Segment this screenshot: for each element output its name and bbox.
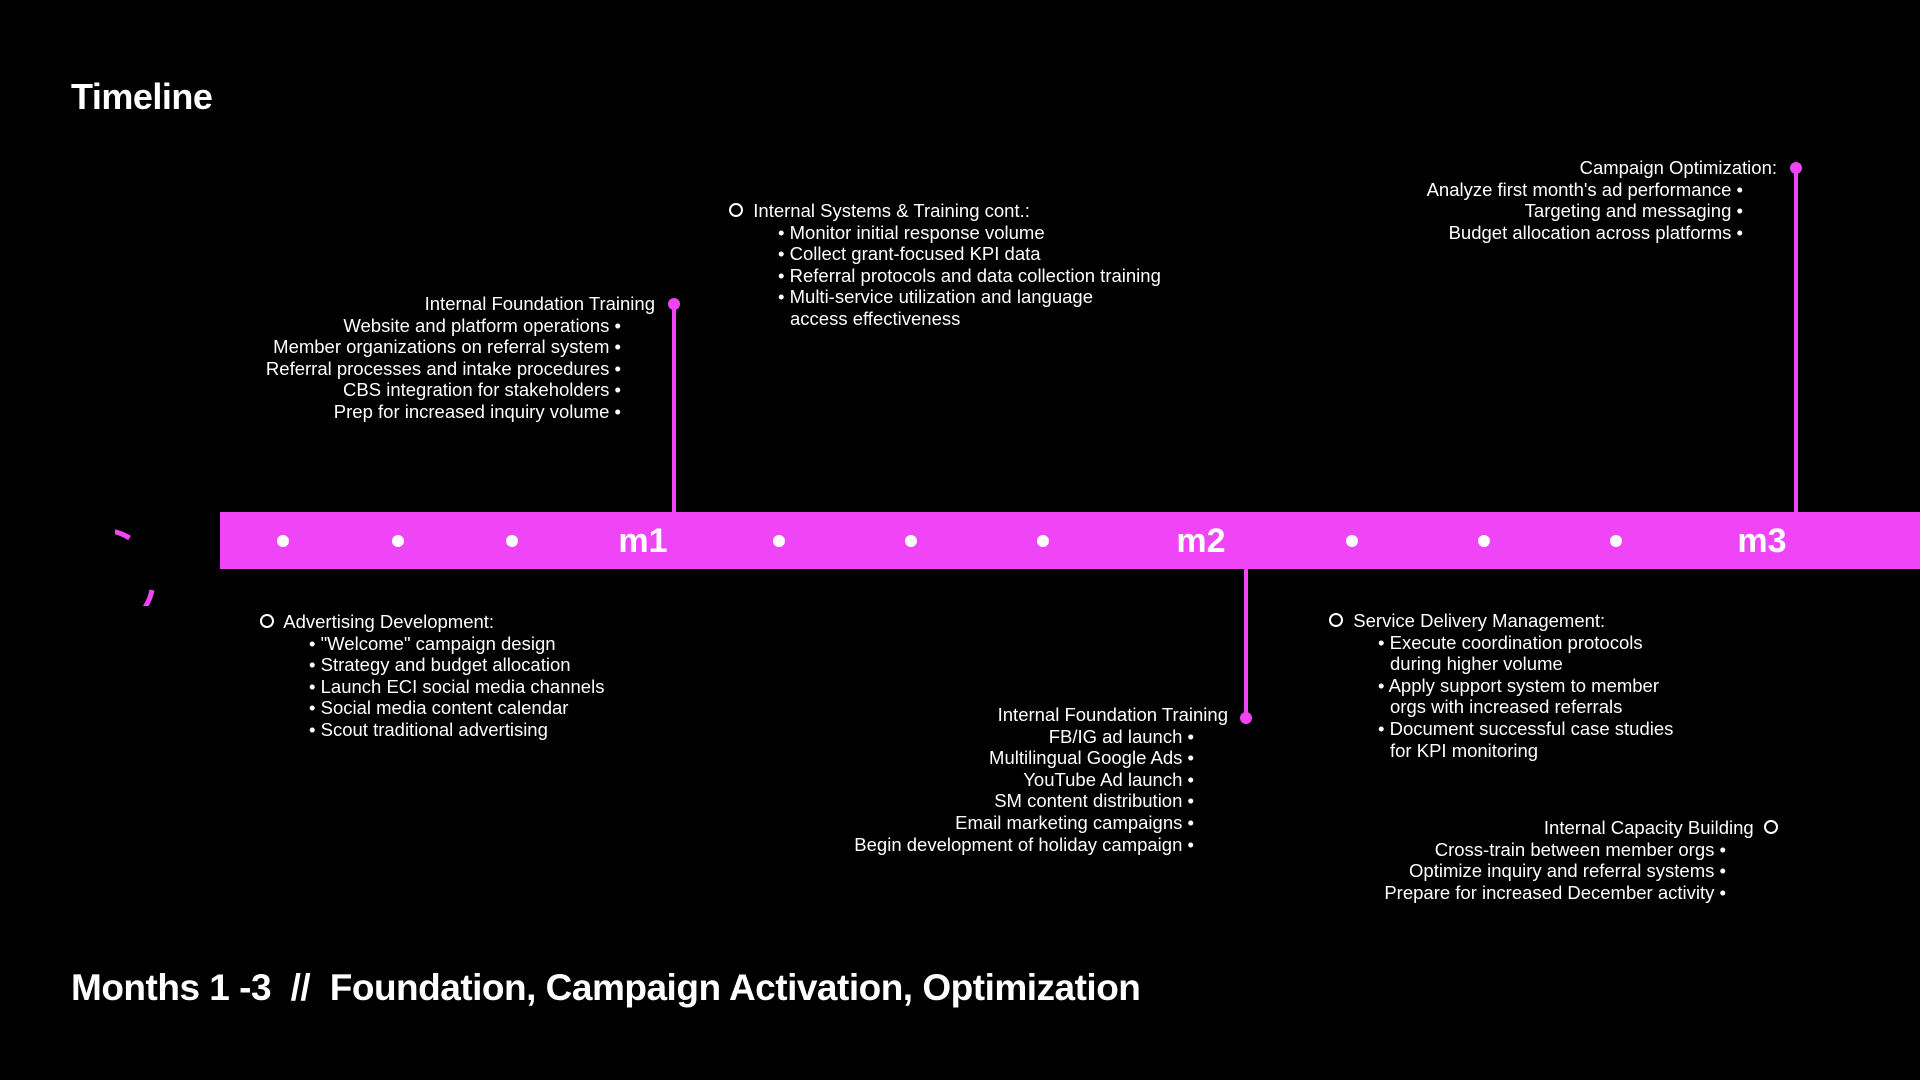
list-item: • Multi-service utilization and language xyxy=(778,286,1093,308)
list-item: FB/IG ad launch • xyxy=(1048,725,1194,747)
timeline-tick xyxy=(392,535,404,547)
list-item: YouTube Ad launch • xyxy=(1023,768,1194,790)
connector-line xyxy=(672,304,676,512)
circle-marker-icon xyxy=(260,614,274,629)
footer-subtitle: Months 1 -3 // Foundation, Campaign Acti… xyxy=(71,967,1141,1008)
milestone-m2: m2 xyxy=(1176,522,1226,560)
timeline-tick xyxy=(905,535,917,547)
list-item: Targeting and messaging • xyxy=(1524,200,1743,222)
block-title: Internal Systems & Training cont.: xyxy=(753,200,1030,221)
connector-line xyxy=(1244,569,1248,718)
timeline-tick xyxy=(1478,535,1490,547)
block-title: Internal Foundation Training xyxy=(424,293,655,314)
block-title: Advertising Development: xyxy=(283,611,495,632)
list-item: Budget allocation across platforms • xyxy=(1448,221,1743,243)
list-item: Optimize inquiry and referral systems • xyxy=(1409,860,1726,882)
timeline-tick xyxy=(1610,535,1622,547)
timeline-tick xyxy=(773,535,785,547)
list-item: SM content distribution • xyxy=(994,790,1194,812)
systems-block: Internal Systems & Training cont.: • Mon… xyxy=(729,200,1161,330)
timeline-bar xyxy=(220,512,1920,569)
list-item: • Execute coordination protocols xyxy=(1378,631,1643,653)
block-title: Internal Foundation Training xyxy=(997,704,1228,725)
foundation-bottom-block: Internal Foundation Training FB/IG ad la… xyxy=(854,704,1228,855)
list-item: Multilingual Google Ads • xyxy=(989,747,1194,769)
list-item: • Launch ECI social media channels xyxy=(309,675,605,697)
timeline-tick xyxy=(506,535,518,547)
list-item: • Referral protocols and data collection… xyxy=(778,264,1161,286)
block-title: Service Delivery Management: xyxy=(1353,610,1606,631)
timeline-tick xyxy=(1037,535,1049,547)
list-item: orgs with increased referrals xyxy=(1390,696,1623,718)
list-item: • Strategy and budget allocation xyxy=(309,654,571,676)
list-item: • Document successful case studies xyxy=(1378,717,1674,739)
list-item: CBS integration for stakeholders • xyxy=(343,379,621,401)
list-item: • "Welcome" campaign design xyxy=(309,632,556,654)
list-item: Analyze first month's ad performance • xyxy=(1426,178,1743,200)
advertising-block: Advertising Development: • "Welcome" cam… xyxy=(260,611,604,741)
circle-marker-icon xyxy=(1764,820,1778,835)
timeline-tick xyxy=(1346,535,1358,547)
list-item: • Social media content calendar xyxy=(309,697,569,719)
list-item: • Monitor initial response volume xyxy=(778,221,1045,243)
connector-pin xyxy=(1240,712,1252,724)
connector-pin xyxy=(668,298,680,310)
connector-pin xyxy=(1790,162,1802,174)
page-title: Timeline xyxy=(71,76,213,117)
list-item: Email marketing campaigns • xyxy=(955,811,1194,833)
list-item: for KPI monitoring xyxy=(1390,739,1539,761)
list-item: Prepare for increased December activity … xyxy=(1384,881,1726,903)
optimization-block: Campaign Optimization: Analyze first mon… xyxy=(1427,157,1777,243)
connector-line xyxy=(1794,168,1798,512)
list-item: during higher volume xyxy=(1390,653,1563,675)
list-item: Member organizations on referral system … xyxy=(273,336,621,358)
milestone-m1: m1 xyxy=(618,522,668,560)
list-item: • Apply support system to member xyxy=(1378,674,1660,696)
timeline-start-ring-icon xyxy=(115,529,155,606)
block-title: Internal Capacity Building xyxy=(1543,817,1754,838)
foundation-top-block: Internal Foundation Training Website and… xyxy=(266,293,655,423)
list-item: • Collect grant-focused KPI data xyxy=(778,243,1041,265)
milestone-m3: m3 xyxy=(1737,522,1787,560)
circle-marker-icon xyxy=(729,203,743,218)
list-item: Referral processes and intake procedures… xyxy=(265,357,621,379)
list-item: Begin development of holiday campaign • xyxy=(854,833,1194,855)
capacity-block: Internal Capacity Building Cross-train b… xyxy=(1384,817,1778,903)
circle-marker-icon xyxy=(1329,613,1343,628)
list-item: Cross-train between member orgs • xyxy=(1434,838,1726,860)
list-item: Website and platform operations • xyxy=(343,314,621,336)
list-item: access effectiveness xyxy=(790,307,961,329)
service-block: Service Delivery Management: • Execute c… xyxy=(1329,610,1673,761)
list-item: • Scout traditional advertising xyxy=(309,718,548,740)
block-title: Campaign Optimization: xyxy=(1579,157,1777,178)
timeline-tick xyxy=(277,535,289,547)
list-item: Prep for increased inquiry volume • xyxy=(333,400,621,422)
